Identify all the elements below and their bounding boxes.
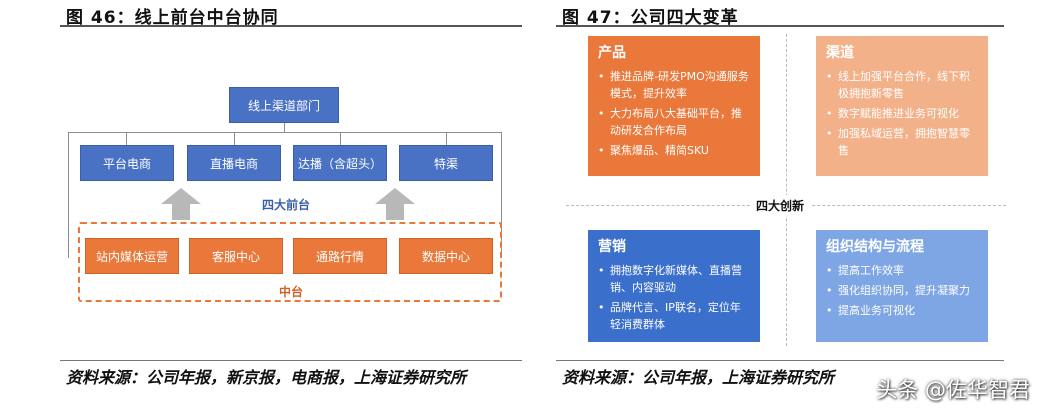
front-label: 四大前台 <box>262 198 311 212</box>
quadrant-product-title: 产品 <box>598 45 626 61</box>
front-box-2: 直播电商 <box>187 145 281 181</box>
mid-box-2: 客服中心 <box>189 238 283 274</box>
front-box-1: 平台电商 <box>80 145 174 181</box>
quadrant-marketing-item: 品牌代言、IP联名，定位年轻消费群体 <box>598 299 750 333</box>
fig46-title: 图 46：线上前台中台协同 <box>66 8 279 28</box>
mid-box-4: 数据中心 <box>399 238 493 274</box>
connector-drop-2 <box>234 132 235 146</box>
quadrant-product: 产品 推进品牌-研发PMO沟通服务模式，提升效率 大力布局八大基础平台，推动研发… <box>588 36 760 176</box>
quadrant-marketing-item: 拥抱数字化新媒体、直播营销、内容驱动 <box>598 262 750 296</box>
quadrant-product-item: 推进品牌-研发PMO沟通服务模式，提升效率 <box>598 68 750 102</box>
quadrant-organization-item: 提高工作效率 <box>826 262 978 279</box>
fig46-source-rule <box>60 360 522 361</box>
quadrant-product-item: 聚焦爆品、精简SKU <box>598 142 750 159</box>
quadrant-product-item: 大力布局八大基础平台，推动研发合作布局 <box>598 105 750 139</box>
quadrant-organization-title: 组织结构与流程 <box>826 239 924 255</box>
bracket-right <box>501 132 502 258</box>
connector-drop-4 <box>446 132 447 146</box>
top-box: 线上渠道部门 <box>229 87 339 123</box>
up-arrow-icon <box>375 188 415 220</box>
quadrant-divider-v <box>786 34 787 346</box>
quadrant-organization-item: 提高业务可视化 <box>826 302 978 319</box>
quadrant-organization-item: 强化组织协同，提升凝聚力 <box>826 282 978 299</box>
front-box-4: 特渠 <box>399 145 493 181</box>
center-label: 四大创新 <box>750 195 811 216</box>
watermark: 头条 @佐华智君 <box>876 378 1030 402</box>
fig47-title: 图 47：公司四大变革 <box>562 8 739 28</box>
mid-box-1: 站内媒体运营 <box>85 238 179 274</box>
quadrant-channel-item: 数字赋能推进业务可视化 <box>826 105 978 122</box>
bracket-left <box>68 132 69 258</box>
mid-box-3: 通路行情 <box>293 238 387 274</box>
connector-drop-3 <box>340 132 341 146</box>
bracket-top-right <box>446 132 502 133</box>
middle-office-frame <box>78 222 502 302</box>
front-box-3: 达播（含超头） <box>293 145 387 181</box>
quadrant-channel-item: 线上加强平台合作，线下积极拥抱新零售 <box>826 68 978 102</box>
up-arrow-icon <box>161 188 201 220</box>
bracket-top-left <box>68 132 126 133</box>
fig46-source: 资料来源：公司年报，新京报，电商报，上海证券研究所 <box>66 368 467 387</box>
fig47-source-rule <box>556 360 1004 361</box>
quadrant-channel-item: 加强私域运营，拥抱智慧零售 <box>826 125 978 159</box>
quadrant-marketing: 营销 拥抱数字化新媒体、直播营销、内容驱动 品牌代言、IP联名，定位年轻消费群体 <box>588 230 760 342</box>
connector-top-bar <box>126 132 447 133</box>
connector-drop-1 <box>126 132 127 146</box>
quadrant-marketing-title: 营销 <box>598 239 626 255</box>
mid-label: 中台 <box>279 285 304 299</box>
connector-top-stem <box>284 122 285 132</box>
fig47-source: 资料来源：公司年报，上海证券研究所 <box>562 368 835 387</box>
fig46-title-rule <box>60 25 522 27</box>
quadrant-channel: 渠道 线上加强平台合作，线下积极拥抱新零售 数字赋能推进业务可视化 加强私域运营… <box>816 36 988 176</box>
quadrant-organization: 组织结构与流程 提高工作效率 强化组织协同，提升凝聚力 提高业务可视化 <box>816 230 988 342</box>
quadrant-channel-title: 渠道 <box>826 45 854 61</box>
fig47-title-rule <box>556 25 1004 27</box>
